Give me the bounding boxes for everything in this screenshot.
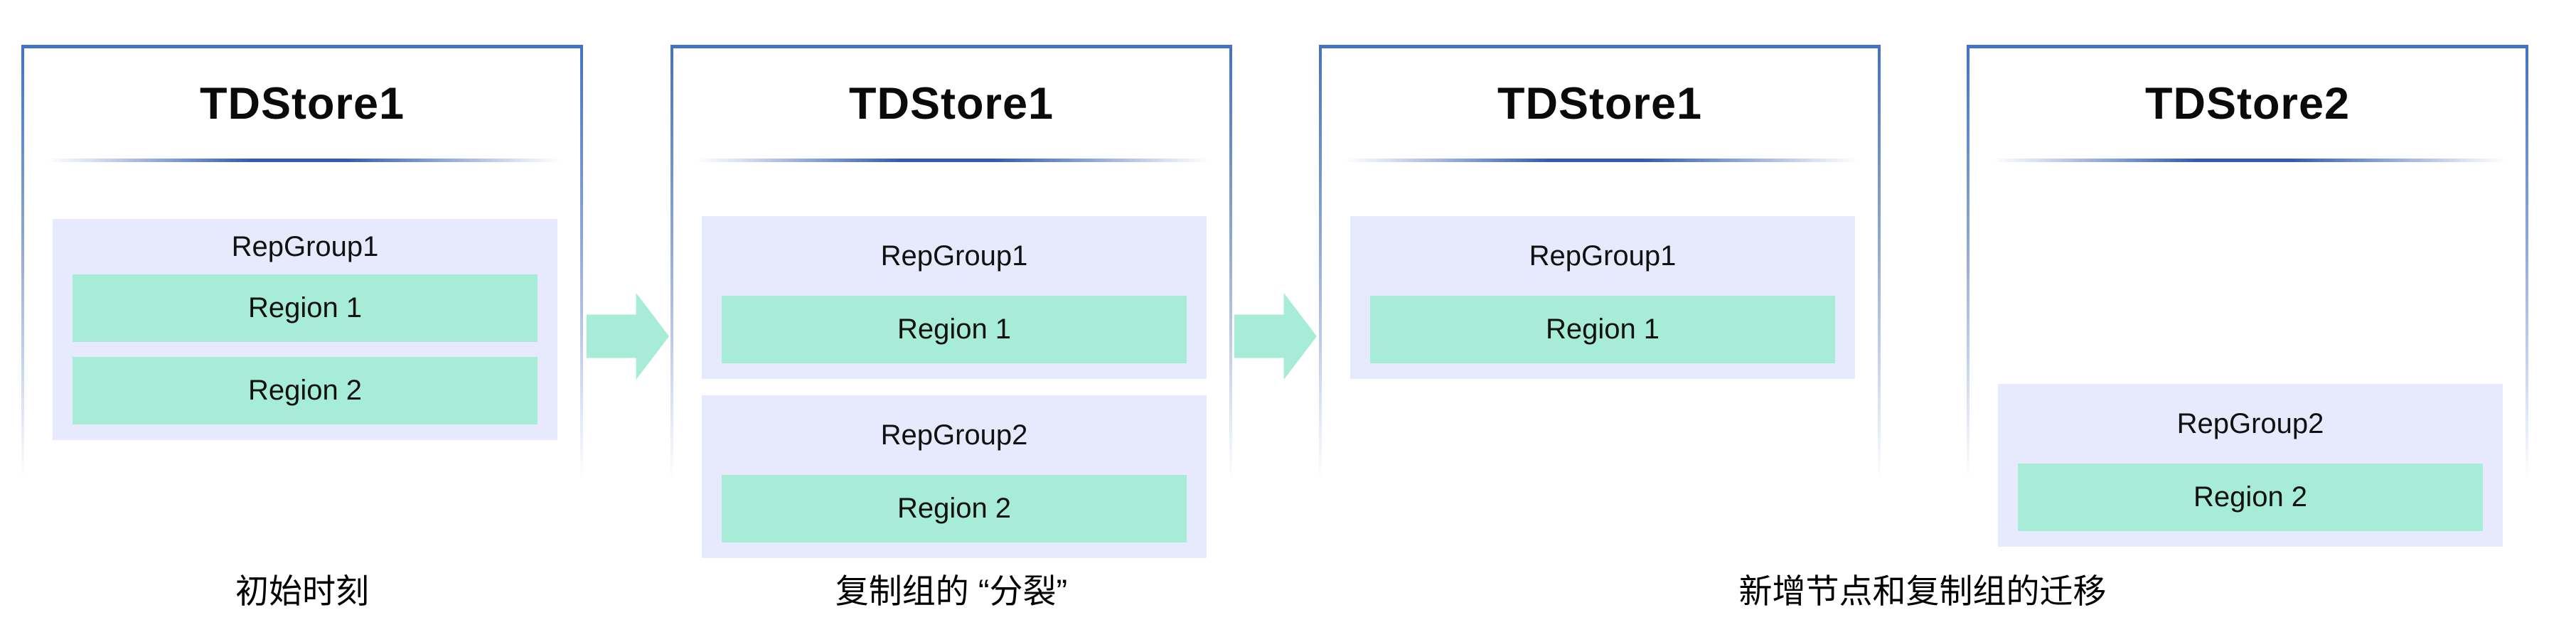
repgroup1-box: RepGroup1 Region 1	[1350, 216, 1855, 379]
tdstore-panel-2: TDStore1 RepGroup1 Region 1 RepGroup2 Re…	[670, 45, 1232, 558]
region2-box: Region 2	[73, 357, 538, 424]
repgroup-label: RepGroup1	[231, 230, 379, 262]
title-divider	[1992, 159, 2506, 162]
title-divider	[47, 159, 560, 162]
panel-title: TDStore1	[848, 79, 1054, 129]
tdstore-panel-3: TDStore1 RepGroup1 Region 1	[1319, 45, 1881, 493]
panel-title: TDStore1	[1497, 79, 1703, 129]
repgroup-label: RepGroup1	[1529, 240, 1677, 272]
repgroup2-box: RepGroup2 Region 2	[702, 395, 1207, 558]
title-divider	[696, 159, 1209, 162]
flow-arrow-1	[587, 293, 669, 380]
panel-title: TDStore2	[2144, 79, 2351, 129]
region1-box: Region 1	[1370, 296, 1835, 363]
region1-box: Region 1	[73, 274, 538, 342]
tdstore-panel-4: TDStore2 RepGroup2 Region 2	[1967, 45, 2528, 547]
repgroup-label: RepGroup2	[2176, 407, 2324, 439]
tdstore-panel-1: TDStore1 RepGroup1 Region 1 Region 2	[21, 45, 583, 493]
repgroup1-box: RepGroup1 Region 1	[702, 216, 1207, 379]
caption-migration: 新增节点和复制组的迁移	[1738, 572, 2107, 610]
region2-box: Region 2	[722, 475, 1187, 542]
repgroup2-box: RepGroup2 Region 2	[1998, 384, 2503, 547]
repgroup1-box: RepGroup1 Region 1 Region 2	[53, 219, 557, 440]
flow-arrow-2	[1234, 293, 1317, 380]
title-divider	[1345, 159, 1858, 162]
region2-box: Region 2	[2018, 464, 2483, 531]
region1-box: Region 1	[722, 296, 1187, 363]
repgroup-label: RepGroup1	[880, 240, 1028, 272]
caption-split: 复制组的 “分裂”	[835, 572, 1068, 610]
caption-initial: 初始时刻	[235, 572, 369, 610]
panel-title: TDStore1	[199, 79, 405, 129]
repgroup-label: RepGroup2	[880, 419, 1028, 451]
